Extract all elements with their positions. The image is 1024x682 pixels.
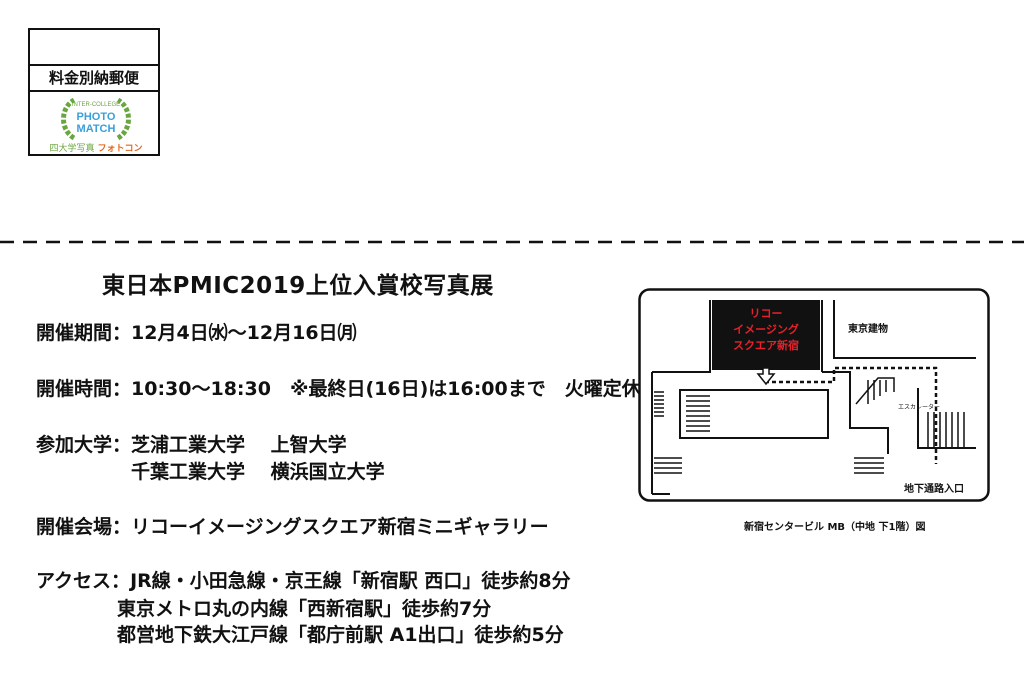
logo-caption-left: 四大学写真 (49, 144, 95, 154)
laurel-wreath-icon: INTER-COLLEGE PHOTO MATCH (61, 97, 131, 141)
entrance-label: 地下通路入口 (904, 482, 964, 495)
venue-name-line-2: イメージング (733, 322, 799, 336)
venue-name-line-3: スクエア新宿 (733, 338, 799, 352)
left-stairs-icon (654, 391, 682, 474)
exhibition-title: 東日本PMIC2019上位入賞校写真展 (102, 273, 494, 299)
period-row: 開催期間：12月4日㈬～12月16日㈪ (36, 318, 357, 345)
venue-map: リコー イメージング スクエア新宿 東京建物 エスカレーター (638, 288, 990, 502)
hours-row: 開催時間：10:30～18:30 ※最終日(16日)は16:00まで 火曜定休 (36, 374, 641, 401)
access-label: アクセス： (36, 570, 131, 592)
period-label: 開催期間： (36, 322, 132, 344)
schools-line-2: 千葉工業大学 横浜国立大学 (131, 461, 385, 483)
access-row-3: 都営地下鉄大江戸線「都庁前駅 A1出口」徒歩約5分 (117, 620, 564, 647)
logo-caption: 四大学写真 フォトコン (44, 141, 148, 154)
svg-text:MATCH: MATCH (77, 123, 116, 135)
up-arrow-icon (756, 367, 776, 386)
venue-value: リコーイメージングスクエア新宿ミニギャラリー (131, 516, 549, 538)
central-block (679, 389, 829, 439)
schools-row: 参加大学：芝浦工業大学 上智大学 (36, 430, 347, 457)
postage-stamp-box: 料金別納郵便 INTER-COLLEGE PHOTO MATCH 四大学写真 フ… (28, 28, 160, 156)
stairs-icon (686, 395, 710, 432)
svg-text:INTER-COLLEGE: INTER-COLLEGE (72, 102, 120, 108)
access-row-2: 東京メトロ丸の内線「西新宿駅」徒歩約7分 (117, 594, 491, 621)
svg-text:PHOTO: PHOTO (77, 111, 116, 123)
venue-label: 開催会場： (36, 516, 132, 538)
venue-row: 開催会場：リコーイメージングスクエア新宿ミニギャラリー (36, 512, 549, 539)
period-value: 12月4日㈬～12月16日㈪ (131, 322, 357, 344)
map-caption: 新宿センタービル MB（中地 下1階）図 (744, 522, 926, 533)
schools-row-2: 千葉工業大学 横浜国立大学 (131, 457, 385, 484)
schools-label: 参加大学： (36, 434, 132, 456)
logo-caption-right: フォトコン (97, 144, 143, 154)
escalator-label: エスカレーター (898, 403, 940, 411)
right-stairs-icon (854, 412, 965, 474)
hours-label: 開催時間： (36, 378, 132, 400)
stamp-top-section (30, 30, 158, 66)
photo-match-logo: INTER-COLLEGE PHOTO MATCH 四大学写真 フォトコン (44, 94, 148, 156)
access-row: アクセス：JR線・小田急線・京王線「新宿駅 西口」徒歩約8分 (36, 566, 571, 593)
access-line-1: JR線・小田急線・京王線「新宿駅 西口」徒歩約8分 (130, 570, 571, 592)
venue-block (712, 300, 820, 370)
escalator-icon (855, 377, 895, 405)
schools-line-1: 芝浦工業大学 上智大学 (131, 434, 347, 456)
access-line-2: 東京メトロ丸の内線「西新宿駅」徒歩約7分 (117, 598, 492, 620)
hours-value: 10:30～18:30 ※最終日(16日)は16:00まで 火曜定休 (131, 378, 641, 400)
access-line-3: 都営地下鉄大江戸線「都庁前駅 A1出口」徒歩約5分 (117, 624, 564, 646)
venue-name-line-1: リコー (750, 307, 783, 320)
fold-dashed-line (0, 240, 1024, 244)
building-label: 東京建物 (848, 322, 888, 335)
stamp-label: 料金別納郵便 (30, 66, 158, 92)
